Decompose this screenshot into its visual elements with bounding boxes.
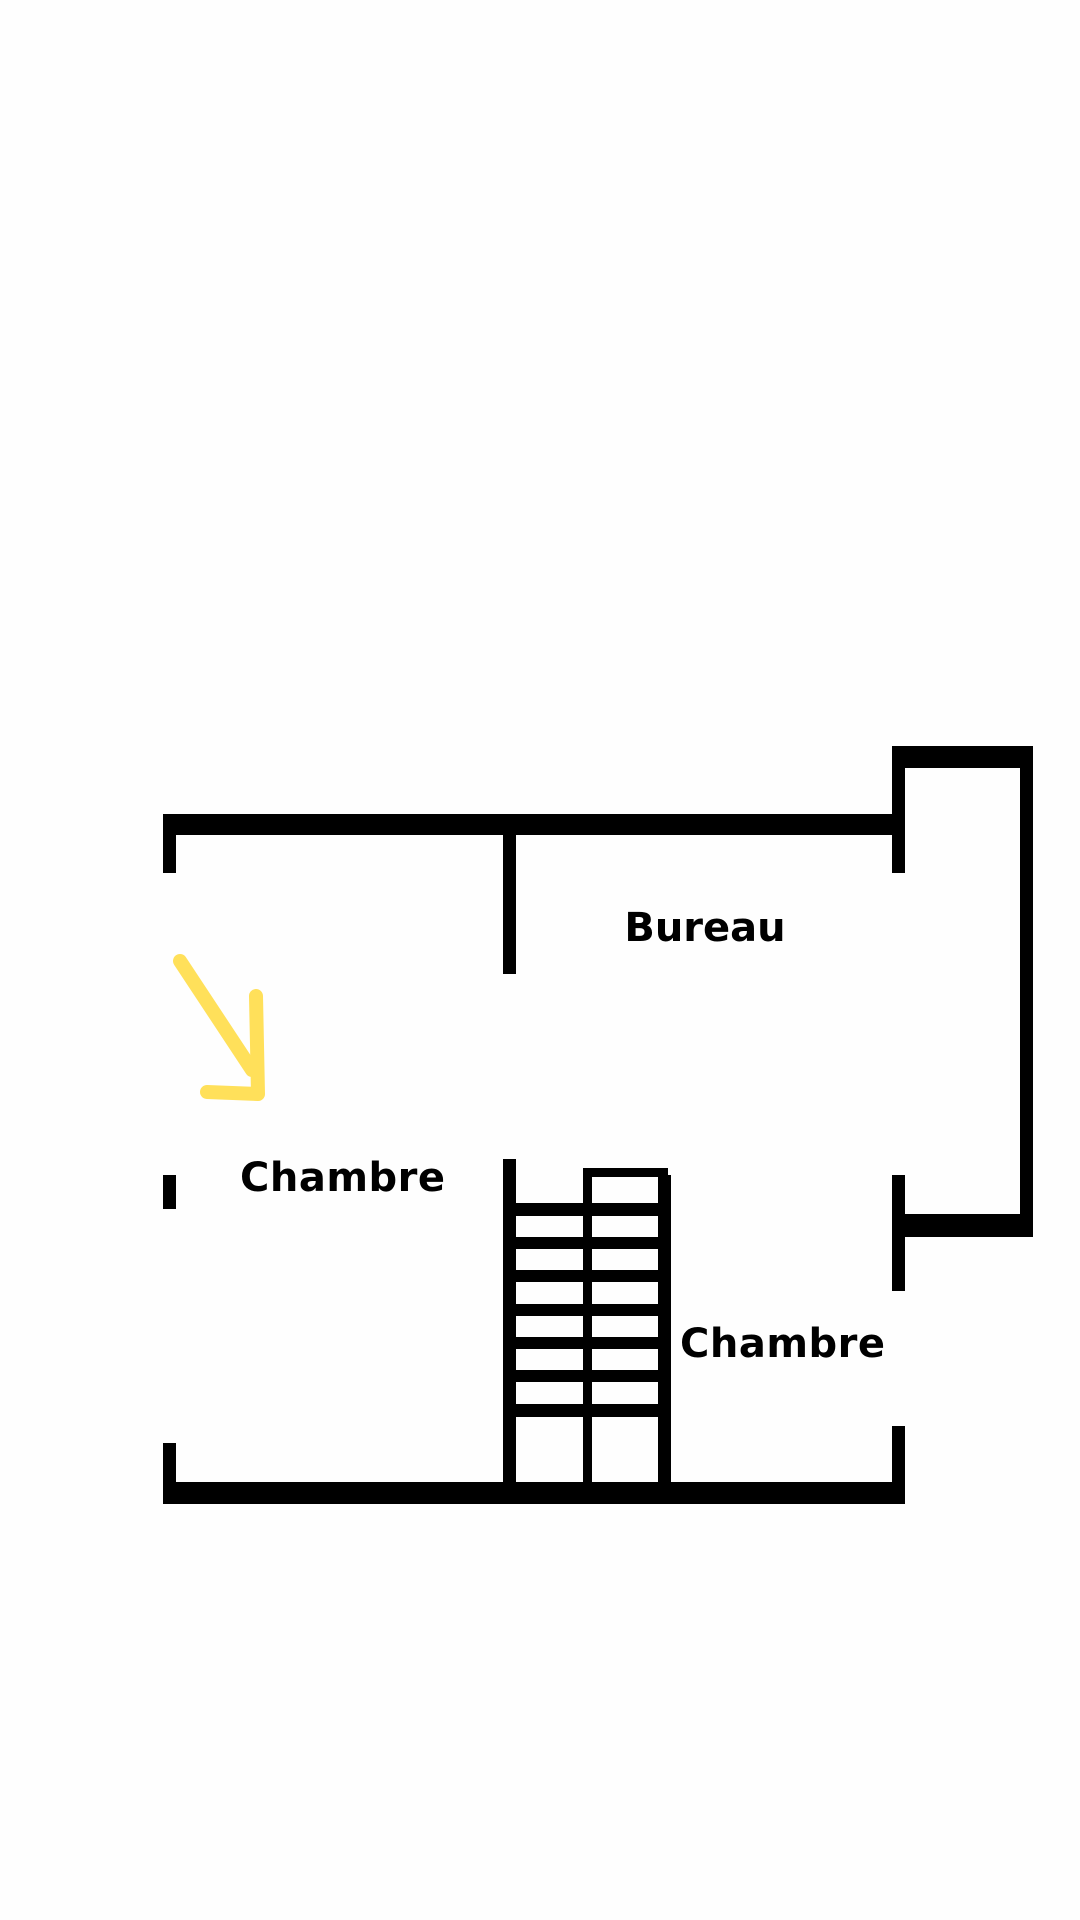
staircase-icon [516,1168,671,1504]
right-wall-lower [892,1426,905,1504]
annex-right [1020,746,1033,1237]
left-wall-upper [163,814,176,873]
right-wall-upper [892,746,905,873]
room-label-bureau: Bureau [624,905,785,951]
entrance-arrow-icon [173,954,265,1101]
walls [163,746,1033,1504]
annex-bottom [892,1214,1033,1237]
room-label-chambre-left: Chambre [240,1155,445,1201]
bottom-wall [163,1482,905,1504]
left-wall-stub [163,1175,176,1209]
top-wall [163,814,905,835]
partition-upper [503,814,516,974]
room-label-chambre-right: Chambre [680,1321,885,1367]
partition-lower [503,1159,516,1504]
annex-top [892,746,1033,768]
